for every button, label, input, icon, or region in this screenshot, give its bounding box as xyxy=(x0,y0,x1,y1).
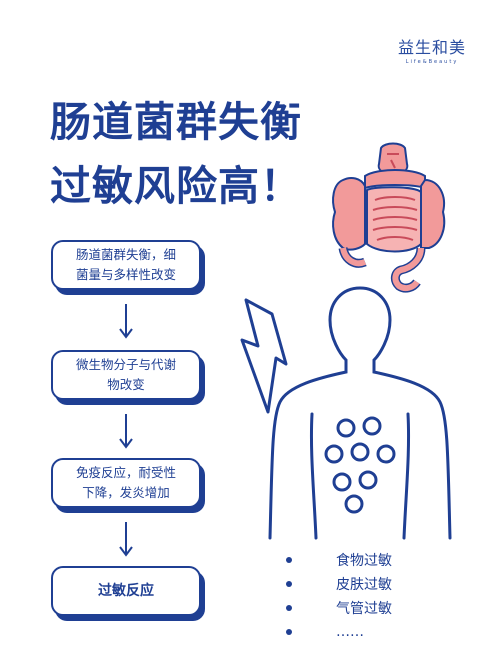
list-item: 皮肤过敏 xyxy=(278,572,438,596)
flow-step-3-line-2: 下降，发炎增加 xyxy=(82,485,170,500)
allergy-label: 皮肤过敏 xyxy=(336,577,392,593)
title-line-2: 过敏风险高！ xyxy=(50,162,302,210)
bullet-icon xyxy=(286,557,292,563)
flow-step-4: 过敏反应 xyxy=(51,566,201,616)
flow-step-3: 免疫反应，耐受性 下降，发炎增加 xyxy=(51,458,201,508)
allergy-label: 食物过敏 xyxy=(336,553,392,569)
list-item: 气管过敏 xyxy=(278,596,438,620)
flow-step-1-line-2: 菌量与多样性改变 xyxy=(75,267,176,282)
flow-step-1: 肠道菌群失衡，细 菌量与多样性改变 xyxy=(51,240,201,290)
flow-step-3-line-1: 免疫反应，耐受性 xyxy=(75,465,176,480)
brand-name: 益生和美 xyxy=(397,38,466,57)
human-body-icon xyxy=(268,286,452,540)
title-line-1: 肠道菌群失衡 xyxy=(50,98,302,146)
allergy-list: 食物过敏 皮肤过敏 气管过敏 …… xyxy=(278,548,438,644)
down-arrow-icon xyxy=(119,522,133,557)
lightning-icon xyxy=(240,298,288,414)
down-arrow-icon xyxy=(119,414,133,449)
intestine-icon xyxy=(332,142,446,293)
list-item: 食物过敏 xyxy=(278,548,438,572)
bullet-icon xyxy=(286,629,292,635)
list-item: …… xyxy=(278,620,438,644)
flow-step-1-line-1: 肠道菌群失衡，细 xyxy=(75,247,176,262)
flow-step-2-line-1: 微生物分子与代谢 xyxy=(75,357,176,372)
flow-step-2-line-2: 物改变 xyxy=(107,377,145,392)
allergy-label: …… xyxy=(336,624,364,640)
bullet-icon xyxy=(286,605,292,611)
bullet-icon xyxy=(286,581,292,587)
allergy-label: 气管过敏 xyxy=(336,601,392,617)
down-arrow-icon xyxy=(119,304,133,339)
brand-logo: 益生和美 Life&Beauty xyxy=(382,34,482,65)
flow-step-2: 微生物分子与代谢 物改变 xyxy=(51,350,201,400)
brand-subtitle: Life&Beauty xyxy=(405,59,459,65)
flow-step-4-line-1: 过敏反应 xyxy=(98,583,154,599)
